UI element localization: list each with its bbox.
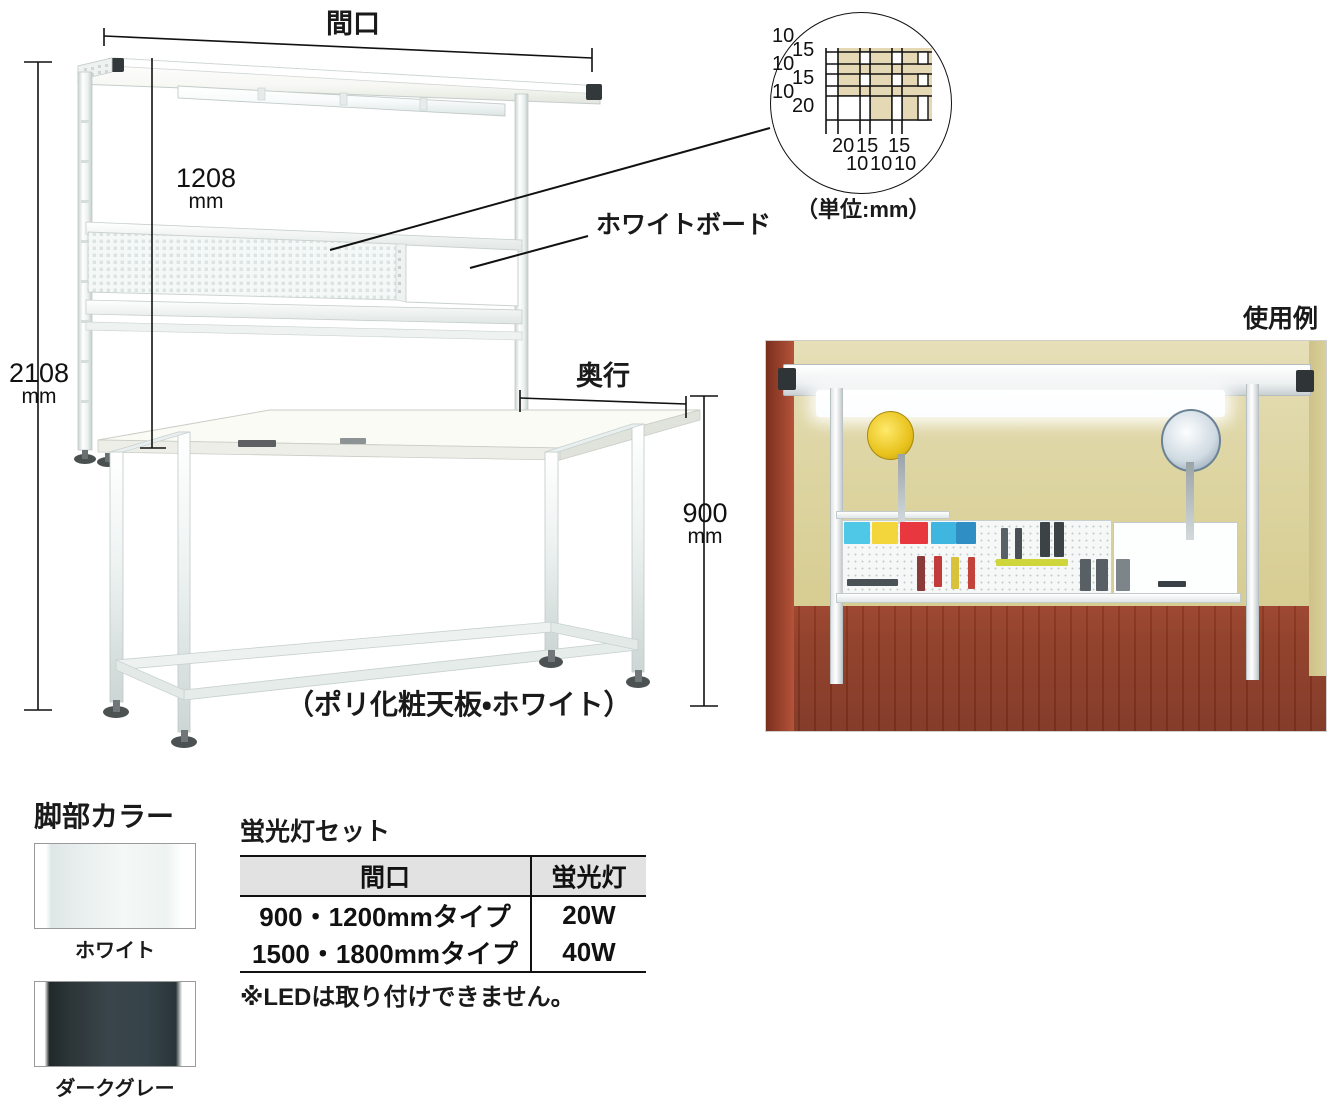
svg-text:15: 15 bbox=[888, 135, 910, 157]
dimension-panel-height: 1208 mm bbox=[160, 163, 252, 213]
dim-value: 900 bbox=[682, 498, 728, 528]
photo-balancer-yellow bbox=[866, 411, 914, 460]
photo-fluorescent-tube bbox=[816, 389, 1226, 418]
svg-text:15: 15 bbox=[792, 39, 814, 61]
table-cell-lamp: 20W bbox=[530, 896, 646, 934]
frame-posts bbox=[74, 71, 529, 467]
dim-value: 2108 bbox=[8, 358, 70, 388]
fluorescent-spec-table: 間口 蛍光灯 900・1200mmタイプ 20W 1500・1800mmタイプ … bbox=[240, 855, 646, 973]
table-header-width: 間口 bbox=[240, 855, 531, 897]
svg-text:10: 10 bbox=[772, 81, 794, 103]
dim-unit: mm bbox=[188, 190, 224, 213]
svg-text:10: 10 bbox=[894, 153, 916, 175]
callout-unit-note: （単位:mm） bbox=[796, 197, 931, 222]
photo-balancer-dial bbox=[1160, 409, 1221, 472]
table-cell-width: 1500・1800mmタイプ bbox=[240, 934, 531, 973]
dim-unit: mm bbox=[687, 525, 723, 548]
bench-legs bbox=[103, 423, 650, 748]
label-width: 間口 bbox=[326, 9, 380, 39]
svg-text:10: 10 bbox=[772, 25, 794, 47]
svg-text:20: 20 bbox=[792, 95, 814, 117]
label-depth: 奥行 bbox=[576, 361, 630, 391]
bench-top bbox=[97, 409, 701, 461]
svg-text:10: 10 bbox=[846, 153, 868, 175]
usage-example-photo bbox=[765, 340, 1327, 732]
svg-text:15: 15 bbox=[856, 135, 878, 157]
spec-table-title: 蛍光灯セット bbox=[240, 818, 391, 846]
label-top-caption: （ポリ化粧天板・ホワイト） bbox=[286, 689, 632, 720]
table-header-row: 間口 蛍光灯 bbox=[240, 855, 646, 897]
table-row: 1500・1800mmタイプ 40W bbox=[240, 934, 646, 973]
leg-color-swatch-dark-grey bbox=[34, 981, 196, 1068]
table-cell-lamp: 40W bbox=[530, 934, 646, 973]
pegboard-pattern-detail: 10 15 10 15 10 20 20 15 15 10 10 10 bbox=[772, 25, 932, 175]
table-cell-width: 900・1200mmタイプ bbox=[259, 902, 511, 932]
table-header-lamp: 蛍光灯 bbox=[530, 855, 646, 897]
spec-table-section: 蛍光灯セット 間口 蛍光灯 900・1200mmタイプ 20W 1500・180… bbox=[240, 812, 646, 1012]
leader-lines bbox=[329, 127, 771, 269]
svg-text:15: 15 bbox=[792, 67, 814, 89]
label-whiteboard: ホワイトボード bbox=[596, 211, 772, 239]
light-canopy bbox=[77, 57, 602, 117]
dimension-lines bbox=[24, 28, 718, 711]
panel-assembly bbox=[85, 221, 523, 341]
workbench-diagram bbox=[24, 28, 771, 748]
leg-color-label-white: ホワイト bbox=[75, 940, 155, 963]
svg-text:10: 10 bbox=[772, 53, 794, 75]
svg-text:20: 20 bbox=[832, 135, 854, 157]
dim-value: 1208 bbox=[175, 163, 237, 193]
leg-color-section: 脚部カラー ホワイト ダークグレー bbox=[34, 802, 196, 1101]
leg-color-title: 脚部カラー bbox=[34, 801, 175, 832]
leg-color-label-dark-grey: ダークグレー bbox=[55, 1078, 175, 1101]
leg-color-swatch-white bbox=[34, 843, 196, 930]
table-row: 900・1200mmタイプ 20W bbox=[240, 896, 646, 934]
dimension-overall-height: 2108 mm bbox=[3, 358, 75, 408]
photo-caption: 使用例 bbox=[1243, 305, 1319, 333]
dim-unit: mm bbox=[21, 385, 57, 408]
svg-text:10: 10 bbox=[870, 153, 892, 175]
spec-table-note: ※LEDは取り付けできません。 bbox=[240, 984, 575, 1011]
dimension-bench-height: 900 mm bbox=[672, 498, 738, 548]
